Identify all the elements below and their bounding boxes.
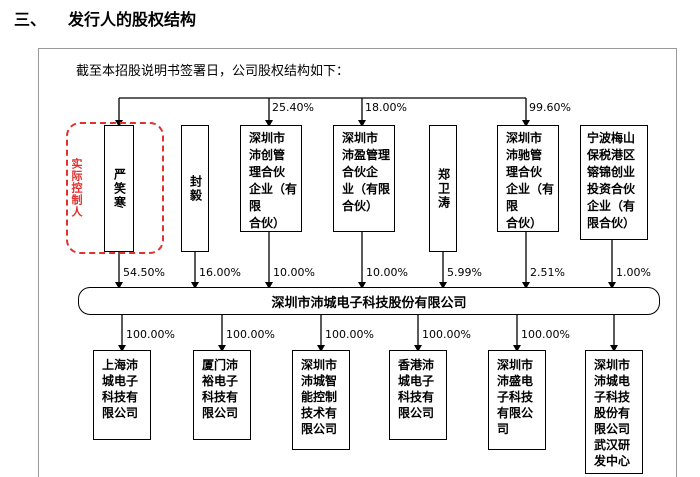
subsidiary-line: 深圳市 [497,358,534,372]
subsidiary-pct: 100.00% [422,328,471,341]
subsidiary-line: 城电子 [398,374,435,388]
subsidiary-line: 子科技 [497,390,534,404]
shareholder-line: 沛盈管理 [342,148,391,162]
shareholder-line: 理合伙 [506,165,543,179]
shareholder-name: 郑卫涛 [436,167,451,210]
actual-controller-highlight [66,122,164,254]
shareholder-box: 宁波梅山 保税港区 镕锦创业 投资合伙 企业（有 限合伙） [580,125,648,240]
subsidiary-line: 限公司 [398,406,435,420]
subsidiary-box: 上海沛 城电子 科技有 限公司 [93,350,151,440]
subsidiary-line: 科技有 [202,390,239,404]
section-title: 发行人的股权结构 [68,10,197,29]
shareholder-line: 合伙） [342,199,379,213]
subsidiary-line: 城电子 [102,374,139,388]
shareholder-box: 深圳市 沛创管 理合伙 企业（有限 合伙） [240,125,302,232]
subsidiary-line: 限公司 [594,422,631,436]
subsidiary-line: 司 [497,422,510,436]
subsidiary-line: 香港沛 [398,358,435,372]
shareholder-name: 严笑寒 [112,167,127,210]
issuer-company-box: 深圳市沛城电子科技股份有限公司 [78,287,660,315]
shareholder-line: 限合伙） [587,216,636,230]
shareholder-line: 沛创管 [249,148,286,162]
shareholder-line: 投资合伙 [587,182,636,196]
shareholder-line: 镕锦创业 [587,165,636,179]
intro-text: 截至本招股说明书签署日，公司股权结构如下： [76,64,350,79]
subsidiary-pct: 100.00% [226,328,275,341]
subsidiary-line: 深圳市 [301,358,338,372]
shareholder-line: 保税港区 [587,148,636,162]
section-number: 三、 [14,10,47,29]
shareholder-line: 合伙） [249,216,286,230]
shareholder-box: 封毅 [181,125,209,252]
shareholder-line: 理合伙 [249,165,286,179]
holding-pct: 10.00% [273,266,315,279]
subsidiary-line: 科技有 [398,390,435,404]
subsidiary-line: 股份有 [594,406,631,420]
subsidiary-box: 厦门沛 裕电子 科技有 限公司 [193,350,251,440]
shareholder-line: 合伙） [506,216,543,230]
shareholder-box: 深圳市 沛驰管 理合伙 企业（有限 合伙） [497,125,559,232]
shareholder-box: 深圳市 沛盈管理 合伙企 业（有限 合伙） [333,125,395,232]
shareholder-line: 企业（有限 [506,182,555,213]
subsidiary-line: 厦门沛 [202,358,239,372]
shareholder-line: 企业（有 [587,199,636,213]
shareholder-line: 深圳市 [342,131,379,145]
subsidiary-box: 香港沛 城电子 科技有 限公司 [389,350,447,440]
subsidiary-line: 能控制 [301,390,338,404]
shareholder-box: 严笑寒 [104,125,134,252]
stake-label-pc: 25.40% [272,101,314,114]
subsidiary-line: 子科技 [594,390,631,404]
subsidiary-line: 沛城智 [301,374,338,388]
holding-pct: 5.99% [447,266,482,279]
stake-label-pch: 99.60% [529,101,571,114]
chart-frame [38,48,677,477]
holding-pct: 16.00% [199,266,241,279]
subsidiary-line: 有限公 [497,406,534,420]
shareholder-line: 深圳市 [506,131,543,145]
shareholder-box: 郑卫涛 [429,125,457,252]
issuer-company-name: 深圳市沛城电子科技股份有限公司 [271,295,467,311]
subsidiary-line: 科技有 [102,390,139,404]
subsidiary-pct: 100.00% [325,328,374,341]
stake-label-py: 18.00% [365,101,407,114]
shareholder-line: 业（有限 [342,182,391,196]
subsidiary-line: 裕电子 [202,374,239,388]
subsidiary-pct: 100.00% [521,328,570,341]
shareholder-line: 合伙企 [342,165,379,179]
subsidiary-line: 限公司 [102,406,139,420]
subsidiary-line: 沛城电 [594,374,631,388]
shareholder-line: 沛驰管 [506,148,543,162]
subsidiary-line: 发中心 [594,454,631,468]
holding-pct: 10.00% [366,266,408,279]
shareholder-name: 封毅 [188,174,203,203]
subsidiary-box: 深圳市 沛城电 子科技 股份有 限公司 武汉研 发中心 [585,350,643,474]
holding-pct: 1.00% [616,266,651,279]
subsidiary-line: 上海沛 [102,358,139,372]
subsidiary-box: 深圳市 沛盛电 子科技 有限公 司 [488,350,546,450]
subsidiary-line: 技术有 [301,406,338,420]
shareholder-line: 企业（有限 [249,182,298,213]
subsidiary-line: 限公司 [301,422,338,436]
subsidiary-line: 深圳市 [594,358,631,372]
subsidiary-line: 武汉研 [594,438,631,452]
holding-pct: 54.50% [123,266,165,279]
actual-controller-label: 实际控制人 [70,158,83,218]
subsidiary-line: 限公司 [202,406,239,420]
subsidiary-pct: 100.00% [126,328,175,341]
shareholder-line: 宁波梅山 [587,131,636,145]
subsidiary-line: 沛盛电 [497,374,534,388]
section-heading: 三、 发行人的股权结构 [14,6,196,30]
subsidiary-box: 深圳市 沛城智 能控制 技术有 限公司 [292,350,350,450]
shareholder-line: 深圳市 [249,131,286,145]
holding-pct: 2.51% [530,266,565,279]
